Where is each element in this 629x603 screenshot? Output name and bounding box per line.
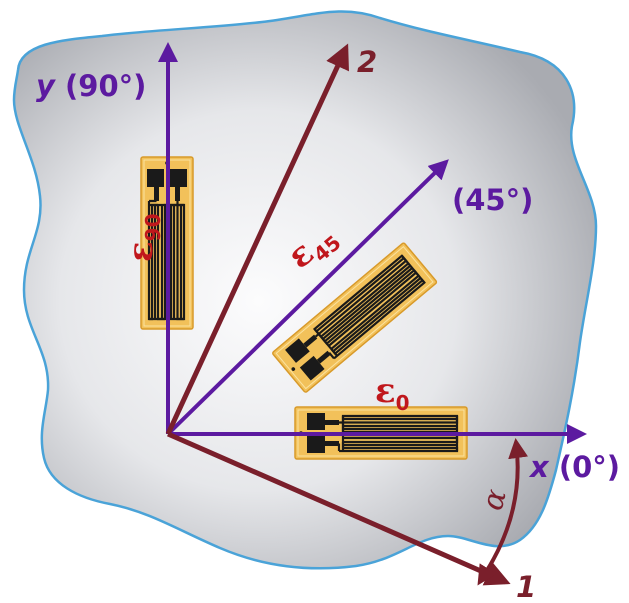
strain-label-0: ε0: [375, 371, 410, 415]
svg-text:ε90: ε90: [121, 213, 165, 262]
principal-axis-2-label: 2: [357, 45, 377, 79]
diagonal-axis-label: (45°): [452, 183, 533, 217]
x-axis-label: x (0°): [528, 450, 620, 484]
principal-axis-2: [165, 43, 349, 436]
strain-label-90: ε90: [121, 213, 165, 262]
diagonal-axis-45: [166, 159, 449, 436]
angle-arc: [477, 438, 529, 586]
principal-axis-1-label: 1: [516, 570, 536, 603]
principal-axis-1: [166, 431, 511, 586]
y-axis-label: y (90°): [36, 69, 146, 103]
